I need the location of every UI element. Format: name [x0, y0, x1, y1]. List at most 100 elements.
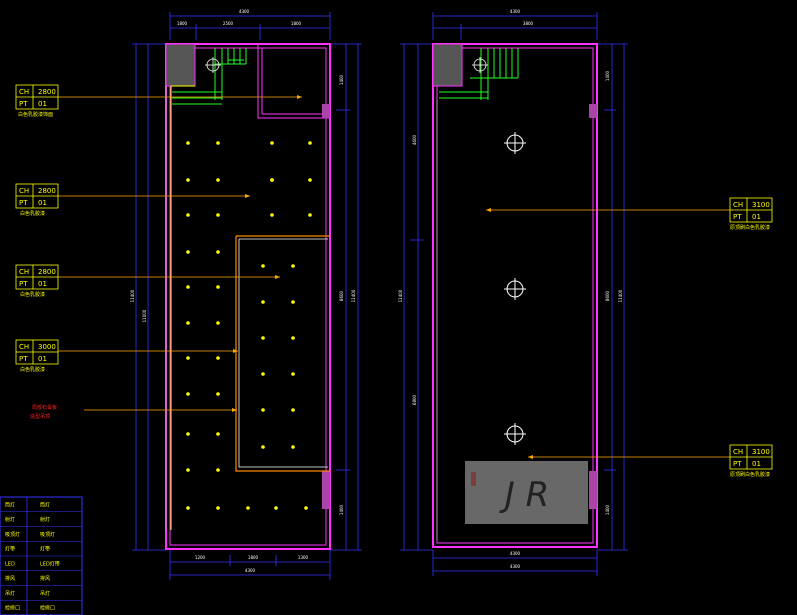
downlight-icon — [270, 213, 274, 217]
tag-t6: CH 3100 PT 01 原顶刷白色乳胶漆 — [729, 444, 773, 478]
downlight-icon — [216, 356, 220, 360]
led-strip — [170, 85, 195, 530]
leader-lines-left — [58, 96, 302, 411]
stair — [172, 48, 247, 105]
legend-desc: 吸顶灯 — [40, 531, 55, 538]
downlight-icon — [186, 392, 190, 396]
dim-left-side-total: 11400 — [130, 289, 135, 302]
tag-pt-label: PT — [19, 100, 28, 108]
dim-r-left-total: 11400 — [398, 289, 403, 302]
legend-desc: 灯带 — [40, 546, 50, 553]
downlight-icon — [261, 445, 265, 449]
dim-right-side-c: 1400 — [339, 504, 344, 515]
tag-note: 白色乳胶漆 — [20, 291, 45, 298]
downlight-icon — [291, 408, 295, 412]
downlight-icon — [216, 321, 220, 325]
downlight-icon — [186, 141, 190, 145]
downlight-icon — [308, 178, 312, 182]
downlight-icon — [304, 506, 308, 510]
downlight-icon — [291, 300, 295, 304]
tag-t2: CH 2800 PT 01 白色乳胶漆 — [15, 183, 59, 217]
tag-pt-value: 01 — [752, 213, 761, 221]
legend-symbol: LED — [5, 561, 15, 567]
column — [432, 43, 463, 87]
downlight-icon — [216, 178, 220, 182]
column — [165, 43, 196, 87]
dim-left-top-c: 1800 — [291, 21, 302, 26]
tag-pt-value: 01 — [752, 460, 761, 468]
downlight-icon — [261, 264, 265, 268]
dim-r-right-total: 11400 — [618, 289, 623, 302]
tag-ch-label: CH — [19, 343, 29, 351]
tag-note: 原顶刷白色乳胶漆 — [730, 471, 770, 478]
downlight-icon — [216, 285, 220, 289]
legend-desc: 检修口 — [40, 605, 55, 612]
legend-desc: 吊灯 — [40, 590, 50, 597]
stair — [439, 48, 519, 100]
dim-left-bottom-a: 1200 — [195, 555, 206, 560]
tag-ch-value: 3100 — [752, 201, 770, 209]
tag-ch-label: CH — [19, 187, 29, 195]
stair-light — [205, 57, 221, 73]
downlight-icon — [291, 336, 295, 340]
downlight-icon — [186, 321, 190, 325]
dim-right-side-b: 8600 — [339, 290, 344, 301]
dim-left-bottom-c: 1300 — [298, 555, 309, 560]
ceiling-lamp-group — [504, 132, 526, 445]
tag-t1: CH 2800 PT 01 白色乳胶漆饰面 — [15, 84, 59, 118]
wall-opening — [589, 471, 597, 509]
tag-ch-value: 2800 — [38, 187, 56, 195]
dim-r-top-total: 4300 — [510, 9, 521, 14]
downlight-icon — [261, 372, 265, 376]
wall-opening — [322, 471, 330, 509]
tag-ch-label: CH — [733, 201, 743, 209]
red-note-line2: 造型吊顶 — [30, 413, 50, 420]
downlight-icon — [261, 300, 265, 304]
legend-symbol: 筒灯 — [5, 501, 15, 508]
dim-r-top-a: 3800 — [523, 21, 534, 26]
dim-left-bottom-b: 1800 — [248, 555, 259, 560]
dim-left-side-inner: 11000 — [142, 309, 147, 322]
red-note-line1: 局部石膏板 — [32, 404, 57, 411]
downlight-icon — [246, 506, 250, 510]
tag-ch-value: 3100 — [752, 448, 770, 456]
legend-symbol: 检修口 — [5, 605, 20, 612]
downlight-icon — [186, 506, 190, 510]
tag-t3: CH 2800 PT 01 白色乳胶漆 — [15, 264, 59, 298]
legend-symbol: 射灯 — [5, 516, 15, 523]
tag-pt-value: 01 — [38, 355, 47, 363]
dim-left-bottom-total: 4300 — [245, 568, 256, 573]
legend-symbol: 吸顶灯 — [5, 531, 20, 538]
tag-pt-value: 01 — [38, 199, 47, 207]
dim-r-left-a: 4600 — [412, 134, 417, 145]
downlight-icon — [308, 213, 312, 217]
legend-desc: LED灯带 — [40, 560, 60, 567]
downlight-icon — [216, 213, 220, 217]
dim-right-side-a: 1400 — [339, 74, 344, 85]
downlight-icon — [186, 250, 190, 254]
downlight-icon — [291, 445, 295, 449]
tag-pt-label: PT — [733, 213, 742, 221]
tag-note: 原顶刷白色乳胶漆 — [730, 224, 770, 231]
dim-r-left-b: 6800 — [412, 394, 417, 405]
dim-left-top-b: 2500 — [223, 21, 234, 26]
legend-symbol: 排风 — [5, 575, 15, 582]
tag-ch-label: CH — [19, 268, 29, 276]
dim-r-bottom-total: 4300 — [510, 564, 521, 569]
tag-ch-value: 2800 — [38, 268, 56, 276]
leader-lines-right — [486, 209, 730, 458]
legend-desc: 排风 — [40, 575, 50, 582]
tag-pt-label: PT — [733, 460, 742, 468]
legend-desc: 筒灯 — [40, 501, 50, 508]
ceiling-lamp-icon — [504, 278, 526, 300]
red-note: 局部石膏板 造型吊顶 — [30, 404, 57, 420]
downlight-icon — [186, 356, 190, 360]
ceiling-lamp-icon — [504, 423, 526, 445]
dim-right-side-total: 11400 — [351, 289, 356, 302]
downlight-group — [186, 141, 312, 510]
downlight-icon — [186, 285, 190, 289]
downlight-icon — [291, 264, 295, 268]
downlight-icon — [186, 432, 190, 436]
ceiling-lamp-icon — [504, 132, 526, 154]
